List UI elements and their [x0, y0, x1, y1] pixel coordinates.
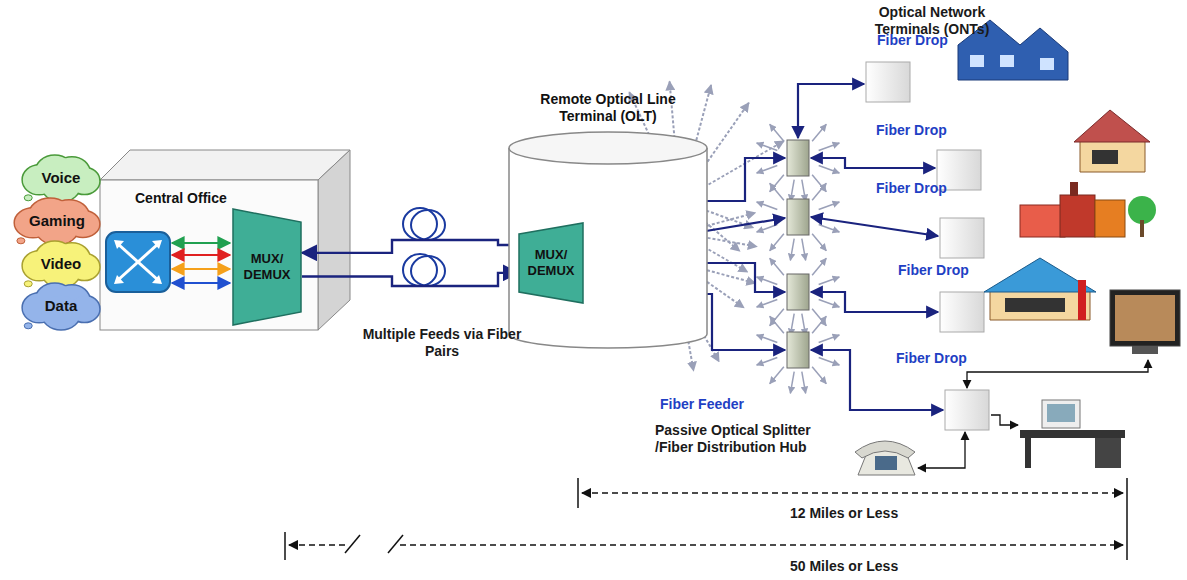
node-label: Voice — [42, 169, 81, 187]
service-cloud: Data — [22, 288, 100, 324]
dimension-label: 12 Miles or Less — [790, 505, 898, 522]
node-label: Video — [41, 255, 82, 273]
fiber-drop-label: Fiber Drop — [876, 180, 947, 197]
computer-desk-icon — [1020, 400, 1125, 468]
node-label: MUX/ DEMUX — [522, 247, 580, 279]
node-heading: Remote Optical Line Terminal (OLT) — [530, 91, 686, 125]
node-label: Gaming — [29, 212, 85, 230]
service-cloud: Video — [22, 246, 100, 282]
fiber-drop-label: Fiber Drop — [896, 350, 967, 367]
fiber-feeder-label: Fiber Feeder — [660, 396, 744, 413]
tv-icon — [1110, 290, 1180, 354]
dimension-line — [285, 478, 1127, 560]
node-heading: Central Office — [135, 190, 227, 207]
house-icon — [958, 20, 1156, 320]
wavelength-arrows — [172, 243, 230, 283]
router-icon — [106, 232, 170, 292]
fiber-drop-label: Fiber Drop — [898, 262, 969, 279]
mux-demux: MUX/ DEMUX — [518, 222, 584, 304]
fiber-connector — [302, 273, 518, 286]
mux-demux: MUX/ DEMUX — [232, 208, 302, 326]
fiber-drop-label: Fiber Drop — [877, 32, 948, 49]
annotation-label: Multiple Feeds via Fiber Pairs — [362, 326, 522, 360]
ont-box — [866, 62, 989, 430]
remote-olt: Remote Optical Line Terminal (OLT) MUX/ D… — [508, 80, 708, 348]
node-label: MUX/ DEMUX — [236, 251, 298, 283]
service-cloud: Gaming — [14, 203, 100, 239]
home-wiring — [918, 360, 1148, 468]
fiber-connector — [302, 240, 518, 253]
optical-splitter — [787, 140, 809, 368]
node-label: Data — [45, 297, 78, 315]
fiber-coil — [403, 208, 445, 286]
central-office: Central OfficeMUX/ DEMUX — [100, 180, 318, 330]
annotation-label: Passive Optical Splitter /Fiber Distribu… — [655, 422, 850, 456]
phone-icon — [855, 441, 915, 475]
dimension-label: 50 Miles or Less — [790, 558, 898, 575]
fiber-drop-label: Fiber Drop — [876, 122, 947, 139]
service-cloud: Voice — [22, 160, 100, 196]
office-box-3d — [100, 150, 350, 330]
